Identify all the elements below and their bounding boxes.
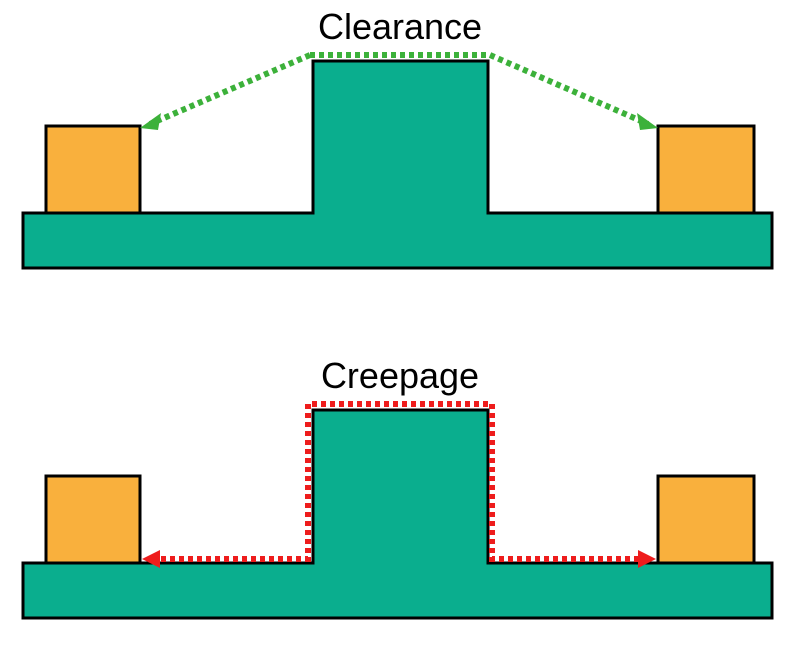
clearance-arrowhead-left [140,113,161,130]
creepage-left-pad [44,474,142,565]
clearance-path-right [488,52,650,127]
clearance-left-pad [44,124,142,215]
creepage-arrowhead-left [142,550,160,568]
clearance-board [21,59,774,270]
clearance-right-pad [656,124,756,215]
clearance-path-left [148,52,312,127]
creepage-title: Creepage [320,355,480,396]
clearance-arrowhead-right [637,113,658,130]
creepage-board [21,408,774,620]
clearance-panel [21,52,774,270]
clearance-title: Clearance [317,6,483,47]
creepage-panel [21,401,774,620]
creepage-right-pad [656,474,756,565]
creepage-arrowhead-right [638,550,656,568]
creepage-path [152,401,646,562]
